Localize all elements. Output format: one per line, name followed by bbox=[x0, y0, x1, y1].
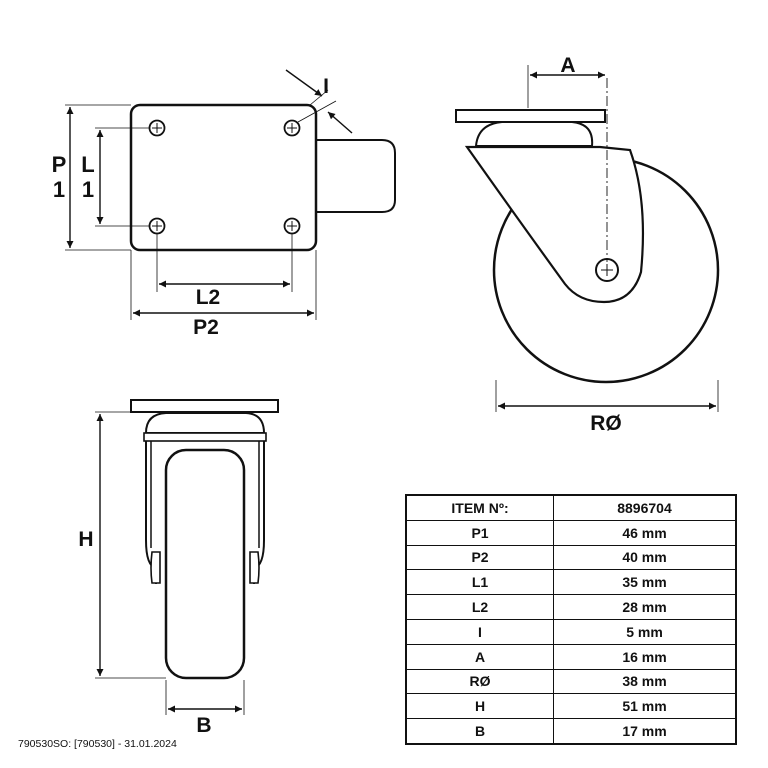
front-view bbox=[95, 399, 279, 715]
mounting-holes bbox=[148, 119, 301, 235]
front-wheel bbox=[164, 448, 246, 680]
label-l2: L2 bbox=[196, 286, 221, 309]
row-value: 38 mm bbox=[553, 668, 737, 695]
mounting-plate bbox=[129, 103, 318, 252]
label-h: H bbox=[78, 528, 93, 551]
axle-bolt-right bbox=[249, 551, 260, 584]
row-value: 16 mm bbox=[553, 643, 737, 670]
row-value: 40 mm bbox=[553, 544, 737, 571]
dim-i-line-a bbox=[285, 69, 323, 97]
row-key: RØ bbox=[405, 668, 554, 695]
row-key: A bbox=[405, 643, 554, 670]
table-header-row: ITEM Nº: 8896704 bbox=[405, 493, 737, 521]
front-swivel-head bbox=[144, 412, 266, 434]
dim-i-line-b bbox=[327, 111, 353, 134]
row-key: L2 bbox=[405, 594, 554, 620]
row-value: 46 mm bbox=[553, 519, 737, 546]
label-p2: P2 bbox=[193, 316, 219, 339]
table-header-key: ITEM Nº: bbox=[405, 493, 554, 521]
row-key: P2 bbox=[405, 544, 554, 571]
swivel-head bbox=[474, 121, 594, 147]
row-value: 51 mm bbox=[553, 693, 737, 720]
row-key: H bbox=[405, 693, 554, 720]
label-l1-a: L bbox=[81, 152, 94, 177]
row-key: B bbox=[405, 718, 554, 745]
top-view bbox=[65, 69, 396, 320]
swivel-stem bbox=[316, 139, 396, 213]
row-key: L1 bbox=[405, 569, 554, 596]
row-key: I bbox=[405, 618, 554, 645]
top-plate bbox=[455, 109, 606, 123]
footer-reference: 790530SO: [790530] - 31.01.2024 bbox=[18, 738, 177, 750]
label-l1-b: 1 bbox=[82, 177, 94, 202]
label-p1-a: P bbox=[52, 152, 67, 177]
row-value: 5 mm bbox=[553, 618, 737, 645]
table-header-value: 8896704 bbox=[553, 493, 737, 521]
label-r: RØ bbox=[590, 412, 622, 435]
side-view bbox=[455, 65, 720, 412]
row-value: 35 mm bbox=[553, 569, 737, 596]
label-b: B bbox=[196, 714, 211, 737]
row-key: P1 bbox=[405, 519, 554, 546]
label-a: A bbox=[560, 54, 575, 77]
front-top-plate bbox=[130, 399, 279, 413]
label-i: I bbox=[323, 75, 329, 98]
axle-bolt-left bbox=[150, 551, 161, 584]
row-value: 28 mm bbox=[553, 594, 737, 620]
row-value: 17 mm bbox=[553, 718, 737, 745]
label-p1-b: 1 bbox=[53, 177, 65, 202]
